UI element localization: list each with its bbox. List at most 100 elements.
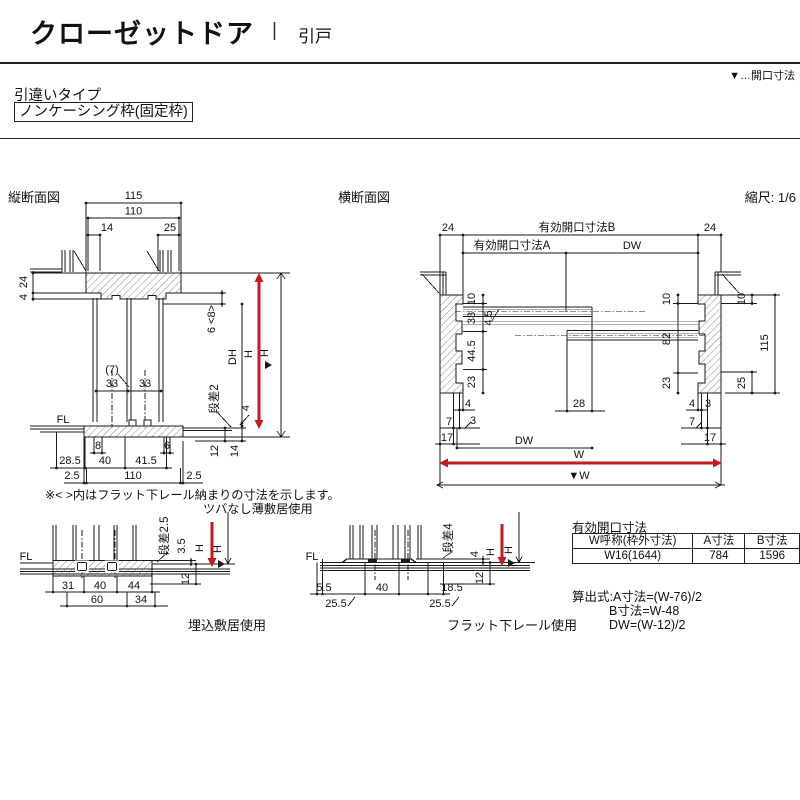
dim-dw-top: DW [623, 240, 642, 252]
flat-rail-note: ※< >内はフラット下レール納まりの寸法を示します。 [45, 488, 340, 502]
dim-25: 25 [736, 377, 748, 389]
vs-height-arrow [254, 273, 264, 429]
col-a: A寸法 [692, 533, 746, 549]
section-rule [0, 138, 800, 139]
dim-14b: 14 [229, 445, 241, 457]
dim-25-5-a: 25.5 [325, 598, 346, 610]
formula-a: 算出式:A寸法=(W-76)/2 [572, 590, 702, 604]
dl-dots [51, 559, 198, 608]
vs-h-marker-triangle [265, 361, 272, 369]
dim-33-a: 33 [106, 378, 118, 390]
dim-24-left: 24 [442, 222, 454, 234]
hs-dimension-lines [435, 234, 780, 489]
dim-28-5: 28.5 [59, 455, 80, 467]
dim-br-3: 3 [705, 398, 711, 410]
dim-40: 40 [376, 582, 388, 594]
vs-door-panels [92, 298, 164, 428]
dm-dots [315, 557, 492, 596]
vs-floor-lines [30, 425, 232, 433]
dim-12: 12 [474, 572, 486, 584]
hs-door-panels [455, 306, 707, 341]
buried-sill-detail-drawing: FL 段差2.5 3.5 H H 12 31 40 44 60 34 [20, 512, 235, 608]
dm-rail-guide [368, 559, 377, 563]
dm-structure-lines [310, 512, 535, 607]
dim-24-right: 24 [704, 222, 716, 234]
flat-rail-detail-drawing: FL 段差4 4 H H 12 5.5 40 18.5 25.5 25.5 [306, 512, 535, 610]
dl-structure-lines [20, 512, 235, 607]
dim-31: 31 [62, 580, 74, 592]
dim-41-5: 41.5 [135, 455, 156, 467]
dim-110: 110 [125, 206, 143, 218]
cell-b: 1596 [744, 548, 800, 564]
calc-formulas: 算出式:A寸法=(W-76)/2 B寸法=W-48 DW=(W-12)/2 [572, 590, 702, 632]
dim-12: 12 [180, 573, 192, 585]
vertical-section-label: 縦断面図 [8, 190, 61, 205]
dim-h-ref: H [212, 545, 224, 553]
dim-h-ref: H [503, 546, 515, 554]
dim-bl-7: 7 [446, 416, 452, 428]
dim-2-5-b: 2.5 [186, 470, 201, 482]
col-w-name: W呼称(枠外寸法) [571, 533, 694, 549]
dim-6-8: 6 <8> [206, 305, 218, 333]
dim-44-5: 44.5 [466, 340, 478, 361]
dim-40: 40 [94, 580, 106, 592]
horizontal-section-drawing: 24 有効開口寸法B 24 有効開口寸法A DW 10 33 4.5 44.5 … [420, 220, 780, 489]
dm-rail-guide [401, 559, 410, 563]
dim-bl-17: 17 [441, 432, 453, 444]
buried-sill-caption: 埋込敷居使用 [188, 618, 267, 633]
fl-label: FL [306, 551, 319, 563]
dim-2-5-a: 2.5 [64, 470, 79, 482]
dim-33-b: 33 [139, 378, 151, 390]
dim-dh: DH [227, 349, 239, 365]
dim-w: W [574, 449, 585, 461]
dl-roller [107, 562, 117, 571]
opening-dimension-table: W呼称(枠外寸法) A寸法 B寸法 W16(1644) 784 1596 [571, 533, 800, 564]
label-kaikou-b: 有効開口寸法B [539, 220, 616, 234]
dim-10-right: 10 [661, 293, 673, 305]
vs-dimension-texts: 115 110 14 25 24 4 6 <8> DH H H (7) 33 3… [18, 190, 271, 482]
category-label: 引戸 [298, 27, 332, 46]
dim-br-17: 17 [704, 432, 716, 444]
dim-6: 6 [164, 440, 170, 452]
dim-25-5-b: 25.5 [429, 598, 450, 610]
dim-8: 8 [95, 440, 101, 452]
dim-110-b: 110 [124, 470, 142, 482]
dim-h: H [485, 548, 497, 556]
vs-sill [83, 425, 184, 438]
dl-sill [52, 560, 153, 577]
dim-bl-3: 3 [470, 415, 476, 427]
fl-label: FL [20, 551, 33, 563]
formula-dw: DW=(W-12)/2 [609, 618, 686, 632]
dim-82: 82 [661, 333, 673, 345]
dim-23-left: 23 [466, 376, 478, 388]
dim-br-7: 7 [689, 416, 695, 428]
dim-4-5: 4.5 [483, 310, 495, 325]
header-rule [0, 62, 800, 64]
dim-44: 44 [128, 580, 140, 592]
label-kaikou-a: 有効開口寸法A [474, 238, 551, 252]
dim-10-far: 10 [736, 293, 748, 305]
dim-h: H [243, 350, 255, 358]
table-title: 有効開口寸法 [572, 521, 648, 535]
frame-type-box: ノンケーシング枠(固定枠) [14, 102, 193, 122]
vs-door-guide [128, 419, 137, 427]
dim-h-ref: H [259, 349, 271, 357]
dm-h-marker-triangle [508, 559, 515, 567]
dim-28: 28 [573, 398, 585, 410]
dim-4-bottom: 4 [240, 405, 252, 411]
dl-height-arrow [207, 522, 217, 567]
hs-width-arrow [439, 458, 722, 468]
fl-label: FL [57, 414, 70, 426]
dim-7-paren: (7) [105, 364, 118, 376]
dim-12: 12 [209, 445, 221, 457]
vs-door-guide [143, 419, 152, 427]
dim-18-5: 18.5 [441, 582, 462, 594]
hs-right-jamb [697, 294, 722, 394]
vs-dimension-lines [32, 202, 290, 484]
table-row: W16(1644) 784 1596 [571, 548, 800, 564]
hs-dimension-texts: 24 有効開口寸法B 24 有効開口寸法A DW 10 33 4.5 44.5 … [441, 220, 771, 482]
horizontal-section-label: 横断面図 [338, 190, 391, 205]
formula-b: B寸法=W-48 [609, 604, 680, 618]
vertical-section-drawing: 115 110 14 25 24 4 6 <8> DH H H (7) 33 3… [18, 190, 290, 485]
